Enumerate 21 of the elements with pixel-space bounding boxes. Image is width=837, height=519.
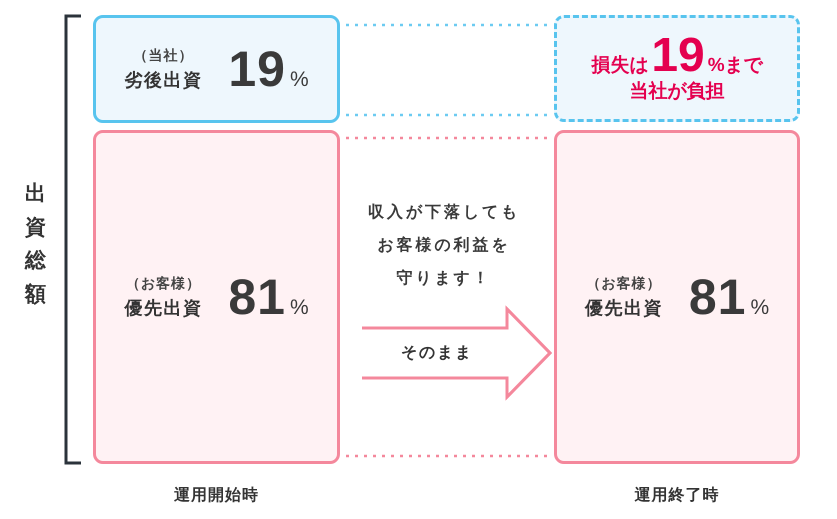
dotted-guide-line — [346, 114, 548, 116]
tranche-label: 優先出資 — [584, 296, 663, 320]
period-label: 運用開始時 — [173, 486, 260, 506]
party-label: （当社） — [133, 46, 194, 66]
tranche-label: 劣後出資 — [124, 68, 202, 92]
dotted-guide-line — [346, 454, 548, 458]
note-text: 収入が下落してもお客様の利益を守ります！ — [367, 202, 521, 289]
dotted-guide-line — [346, 136, 548, 140]
investment-box — [554, 130, 800, 464]
party-label: （お客様） — [126, 274, 201, 294]
investment-box — [93, 130, 340, 464]
percentage-value: 19% — [228, 44, 309, 94]
dotted-guide-line — [346, 24, 548, 26]
investment-box — [93, 15, 340, 123]
loss-box — [554, 15, 800, 122]
percentage-value: 81% — [688, 272, 770, 322]
total-investment-label: 出資総額 — [25, 181, 46, 308]
percentage-value: 81% — [228, 272, 309, 322]
party-label: （お客様） — [586, 274, 662, 294]
period-label: 運用終了時 — [634, 486, 720, 506]
tranche-label: 優先出資 — [124, 296, 202, 320]
